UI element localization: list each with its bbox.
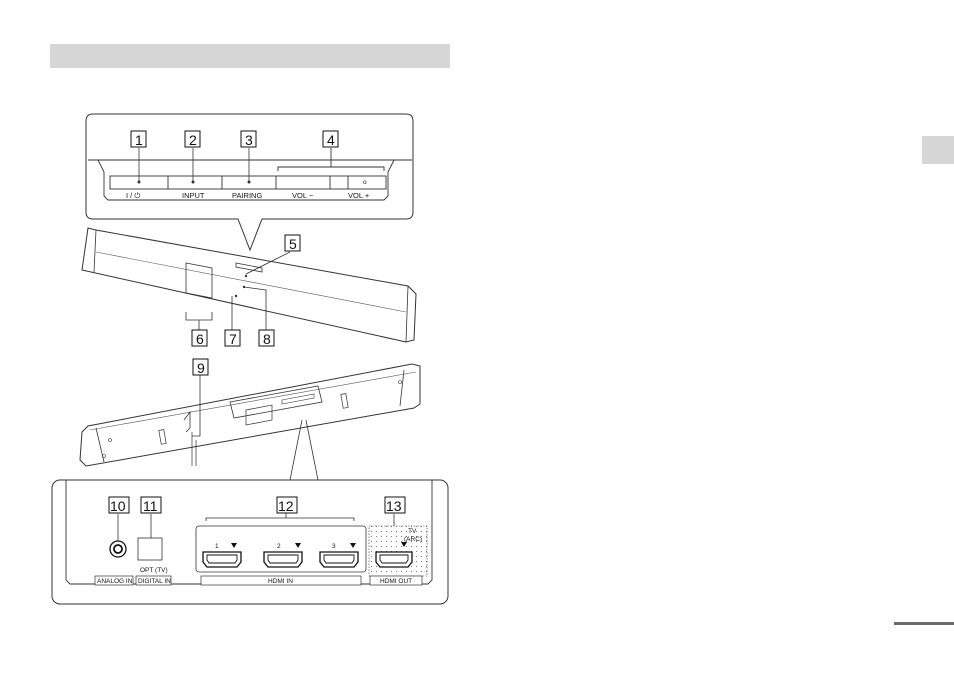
callout-2: 2 bbox=[185, 131, 200, 148]
svg-text:13: 13 bbox=[386, 498, 402, 514]
hdmi-in-label: HDMI IN bbox=[268, 578, 293, 585]
callout-7: 7 bbox=[225, 330, 240, 347]
callout-11: 11 bbox=[141, 497, 161, 514]
hdmi-in-1-label: 1 bbox=[215, 543, 219, 550]
svg-text:8: 8 bbox=[263, 331, 271, 347]
svg-text:3: 3 bbox=[245, 132, 253, 148]
svg-text:7: 7 bbox=[229, 331, 237, 347]
svg-text:5: 5 bbox=[289, 236, 297, 252]
svg-text:4: 4 bbox=[327, 132, 335, 148]
callout-4: 4 bbox=[323, 131, 338, 148]
callout-12: 12 bbox=[277, 497, 297, 514]
svg-text:1: 1 bbox=[135, 132, 143, 148]
callout-8: 8 bbox=[259, 330, 274, 347]
svg-text:9: 9 bbox=[197, 360, 205, 376]
callout-5: 5 bbox=[285, 235, 300, 252]
vol-plus-tactile-dot: o bbox=[363, 179, 367, 186]
hdmi-out-tv-label: TV bbox=[408, 528, 417, 535]
hdmi-in-3-label: 3 bbox=[332, 543, 336, 550]
opt-tv-label: OPT (TV) bbox=[140, 567, 168, 574]
svg-text:2: 2 bbox=[189, 132, 197, 148]
callout-6: 6 bbox=[192, 330, 207, 347]
callout-10: 10 bbox=[109, 497, 129, 514]
input-button-label: INPUT bbox=[182, 191, 205, 200]
svg-text:12: 12 bbox=[278, 498, 294, 514]
hdmi-out-arc-label: (ARC) bbox=[404, 536, 422, 543]
callout-3: 3 bbox=[241, 131, 256, 148]
svg-text:10: 10 bbox=[110, 498, 126, 514]
hdmi-in-2-label: 2 bbox=[277, 543, 281, 550]
power-button-label: I / ⏻ bbox=[126, 191, 141, 200]
hdmi-out-label: HDMI OUT bbox=[380, 578, 412, 585]
digital-in-label: DIGITAL IN bbox=[138, 578, 171, 585]
callout-9: 9 bbox=[193, 359, 208, 376]
vol-plus-label: VOL + bbox=[348, 191, 370, 200]
callout-1: 1 bbox=[131, 131, 146, 148]
soundbar-rear-view bbox=[80, 364, 420, 480]
pairing-button-label: PAIRING bbox=[232, 191, 262, 200]
vol-minus-label: VOL − bbox=[292, 191, 314, 200]
svg-text:6: 6 bbox=[196, 331, 204, 347]
callout-13: 13 bbox=[385, 497, 405, 514]
svg-text:11: 11 bbox=[143, 498, 158, 514]
analog-in-label: ANALOG IN bbox=[97, 578, 133, 585]
